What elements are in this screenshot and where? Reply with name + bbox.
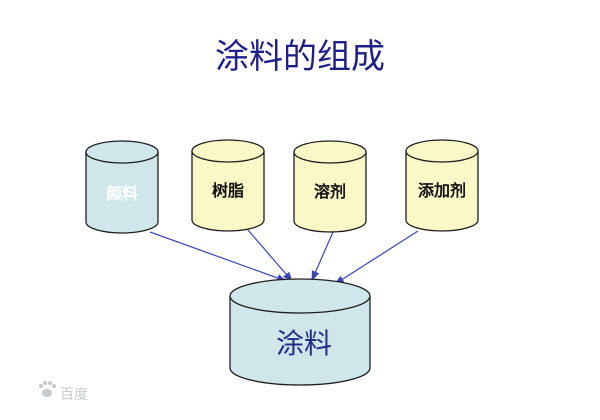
label-resin: 树脂 (212, 181, 244, 200)
watermark: 百度 (39, 381, 88, 403)
cylinder-resin: 树脂 (191, 139, 265, 232)
cylinder-solvent: 溶剂 (293, 140, 367, 233)
label-additive: 添加剂 (418, 181, 466, 200)
arrow-solvent (311, 231, 334, 281)
diagram-title: 涂料的组成 (215, 37, 385, 77)
arrow-additive (334, 230, 419, 285)
label-solvent: 溶剂 (314, 182, 346, 201)
cylinder-pigment: 颜料 (85, 140, 159, 234)
arrow-pigment (149, 231, 287, 282)
watermark-text: 百度 (60, 387, 88, 403)
cylinder-additive: 添加剂 (405, 139, 479, 232)
label-product: 涂料 (276, 327, 332, 360)
arrow-resin (247, 229, 293, 282)
label-pigment: 颜料 (106, 184, 138, 203)
cylinder-product: 涂料 (229, 278, 371, 386)
paw-logo-icon (39, 381, 56, 397)
arrows (149, 229, 419, 285)
